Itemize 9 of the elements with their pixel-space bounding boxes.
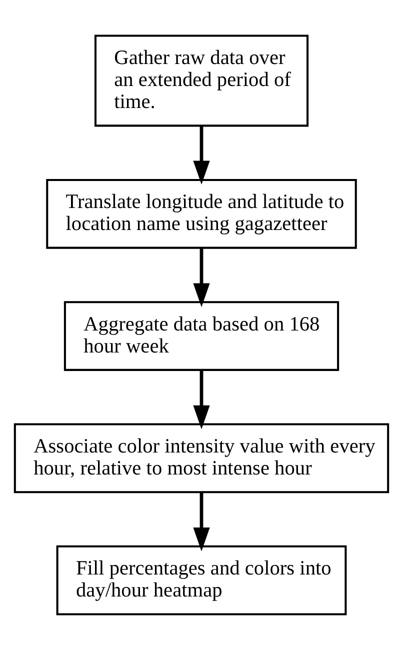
arrow (193, 248, 210, 308)
arrow (193, 370, 210, 430)
node-box: Gather raw data over an extended period of time. (94, 34, 309, 127)
node-box: Aggregate data based on 168 hour week (64, 301, 340, 371)
node-box: Translate longitude and latitude to location name using gagazetteer (46, 178, 357, 249)
arrow (193, 492, 210, 552)
arrow (193, 126, 210, 185)
node-box: Fill percentages and colors into day/hour heatmap (56, 545, 347, 616)
node-box: Associate color intensity value with every hour, relative to most intense hour (14, 423, 390, 494)
